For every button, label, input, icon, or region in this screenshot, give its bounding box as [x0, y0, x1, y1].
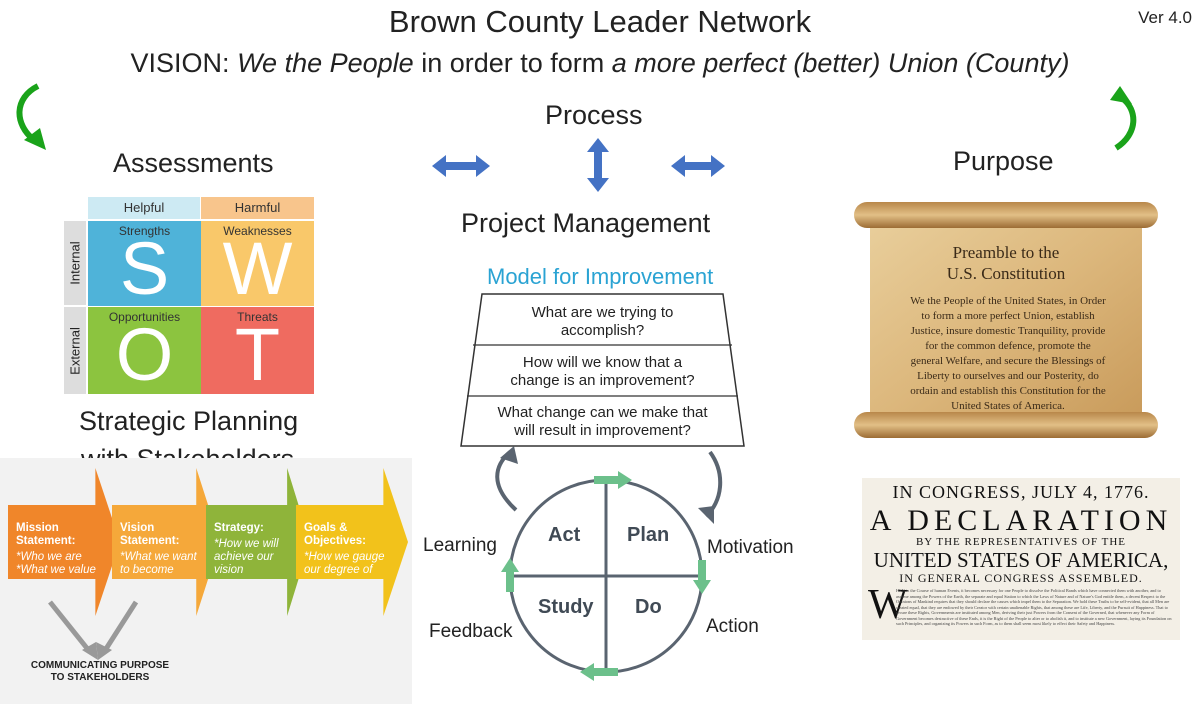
- declaration-line1: IN CONGRESS, JULY 4, 1776.: [892, 482, 1150, 502]
- vision-italic-people: We the People: [237, 48, 414, 78]
- pdsa-cycle: [495, 446, 723, 681]
- purpose-heading: Purpose: [953, 146, 1054, 176]
- right-double-arrow-icon: [671, 155, 725, 177]
- page-title: Brown County Leader Network: [388, 4, 812, 39]
- learning-label: Learning: [423, 535, 497, 556]
- declaration-document: IN CONGRESS, JULY 4, 1776. A DECLARATION…: [862, 478, 1180, 640]
- communicating-arrows-icon: [48, 600, 139, 660]
- communicating-purpose-label: COMMUNICATING PURPOSE TO STAKEHOLDERS: [30, 660, 170, 683]
- strategic-planning-graphic: Mission Statement:*Who we are *What we v…: [0, 458, 412, 704]
- swot-helpful-header: Helpful: [88, 197, 200, 219]
- left-double-arrow-icon: [432, 155, 490, 177]
- assessments-heading: Assessments: [113, 148, 274, 178]
- question-2: How will we know that a change is an imp…: [510, 354, 695, 389]
- swot-harmful-header: Harmful: [201, 197, 314, 219]
- model-for-improvement-title: Model for Improvement: [487, 264, 714, 289]
- pdsa-do: Do: [635, 596, 662, 618]
- motivation-label: Motivation: [707, 537, 794, 558]
- vision-mid: in order to form: [413, 48, 612, 78]
- declaration-dropcap: W: [868, 582, 908, 628]
- vision-arrow: Vision Statement:*What we want to become: [112, 468, 220, 616]
- questions-trapezoid: [460, 293, 745, 447]
- left-curved-arrow-icon: [16, 83, 46, 150]
- scroll-parchment-icon: [854, 202, 1158, 438]
- action-label: Action: [706, 616, 759, 637]
- pdsa-study: Study: [538, 596, 594, 618]
- pdsa-act: Act: [548, 524, 581, 546]
- vision-prefix: VISION:: [130, 48, 238, 78]
- vertical-double-arrow-icon: [587, 138, 609, 192]
- swot-external-label: External: [64, 307, 86, 394]
- question-3: What change can we make that will result…: [497, 404, 708, 439]
- declaration-fine-print: HEN in the Course of human Events, it be…: [896, 588, 1172, 626]
- mission-arrow: Mission Statement:*Who we are *What we v…: [8, 468, 120, 616]
- version-label: Ver 4.0: [1138, 8, 1192, 27]
- question-1: What are we trying to accomplish?: [531, 304, 674, 339]
- project-management-heading: Project Management: [461, 208, 711, 238]
- goals-arrow: Goals & Objectives:*How we gauge our deg…: [296, 468, 408, 616]
- vision-italic-union: a more perfect (better) Union (County): [611, 48, 1070, 78]
- declaration-line4: UNITED STATES OF AMERICA,: [873, 548, 1169, 572]
- declaration-line5: IN GENERAL CONGRESS ASSEMBLED.: [899, 571, 1143, 585]
- strategy-arrow: Strategy:*How we will achieve our vision: [206, 468, 310, 616]
- declaration-line3: BY THE REPRESENTATIVES OF THE: [915, 536, 1127, 548]
- process-heading: Process: [545, 100, 643, 130]
- strategic-planning-heading-line1: Strategic Planning: [79, 406, 299, 436]
- swot-internal-label: Internal: [64, 221, 86, 305]
- feedback-label: Feedback: [429, 621, 513, 642]
- swot-matrix: Helpful Harmful Internal External Streng…: [64, 197, 314, 394]
- preamble-text: We the People of the United States, in O…: [910, 295, 1106, 412]
- improvement-questions: What are we trying to accomplish? How wi…: [460, 292, 745, 448]
- pdsa-plan: Plan: [627, 524, 670, 546]
- right-curved-arrow-icon: [1110, 86, 1137, 151]
- declaration-line2: A DECLARATION: [869, 504, 1173, 537]
- vision-statement: VISION: We the People in order to form a…: [0, 48, 1200, 79]
